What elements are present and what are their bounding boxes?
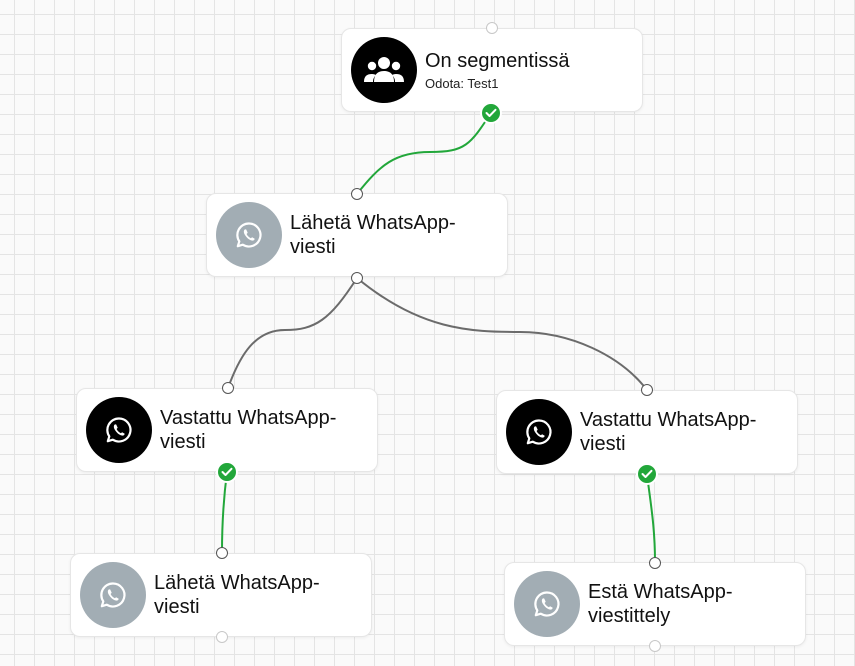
input-port-send2[interactable] — [216, 547, 228, 559]
node-replied-whatsapp-left[interactable]: Vastattu WhatsApp-viesti — [76, 388, 378, 472]
check-icon-segment-output[interactable] — [480, 102, 502, 124]
node-block-whatsapp[interactable]: Estä WhatsApp-viestittely — [504, 562, 806, 646]
node-title: On segmentissä — [425, 50, 570, 72]
node-send-whatsapp-1[interactable]: Lähetä WhatsApp-viesti — [206, 193, 508, 277]
node-title: Lähetä WhatsApp-viesti — [154, 572, 320, 618]
node-title: Estä WhatsApp-viestittely — [588, 581, 733, 627]
output-port-block[interactable] — [649, 640, 661, 652]
node-title: Vastattu WhatsApp-viesti — [160, 407, 337, 453]
node-replied-whatsapp-right[interactable]: Vastattu WhatsApp-viesti — [496, 390, 798, 474]
users-group-icon — [351, 37, 417, 103]
whatsapp-icon — [216, 202, 282, 268]
node-on-segment[interactable]: On segmentissä Odota: Test1 — [341, 28, 643, 112]
whatsapp-icon — [80, 562, 146, 628]
check-icon-replied-left-output[interactable] — [216, 461, 238, 483]
input-port-block[interactable] — [649, 557, 661, 569]
node-title: Lähetä WhatsApp-viesti — [290, 212, 456, 258]
output-port-send1[interactable] — [351, 272, 363, 284]
output-port-send2[interactable] — [216, 631, 228, 643]
node-title: Vastattu WhatsApp-viesti — [580, 409, 757, 455]
whatsapp-icon — [86, 397, 152, 463]
whatsapp-icon — [514, 571, 580, 637]
input-port-send1[interactable] — [351, 188, 363, 200]
whatsapp-icon — [506, 399, 572, 465]
node-subtitle: Odota: Test1 — [425, 76, 499, 91]
connector-send1-to-replied-left[interactable] — [227, 277, 358, 389]
connector-replied-right-to-block[interactable] — [646, 473, 656, 563]
input-port-replied-left[interactable] — [222, 382, 234, 394]
connector-segment-to-send1[interactable] — [356, 112, 492, 195]
input-port-replied-right[interactable] — [641, 384, 653, 396]
check-icon-replied-right-output[interactable] — [636, 463, 658, 485]
input-port-segment[interactable] — [486, 22, 498, 34]
connector-replied-left-to-send2[interactable] — [221, 471, 228, 553]
connector-send1-to-replied-right[interactable] — [356, 277, 648, 391]
node-send-whatsapp-2[interactable]: Lähetä WhatsApp-viesti — [70, 553, 372, 637]
